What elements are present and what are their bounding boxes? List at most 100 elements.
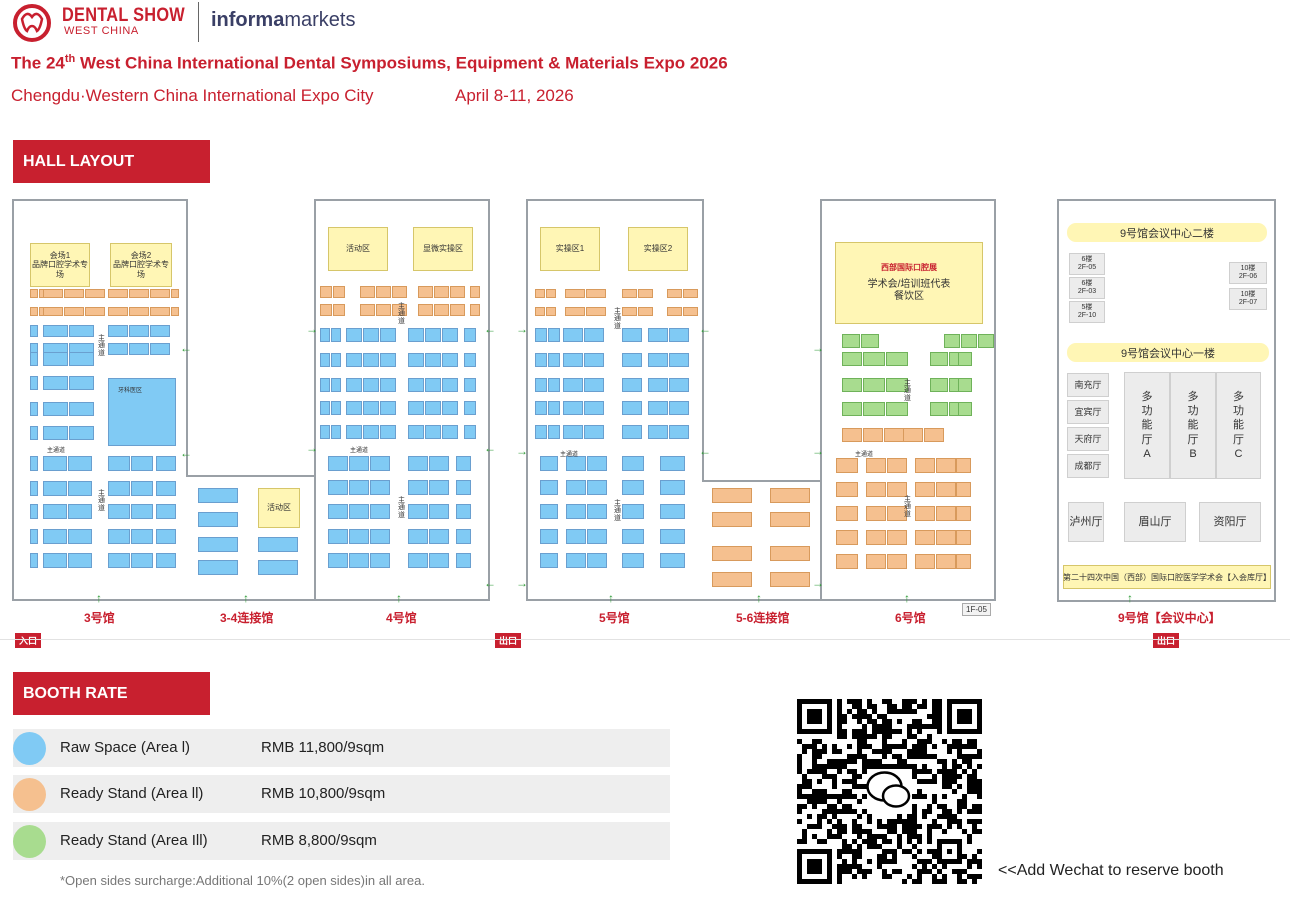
booth[interactable]	[30, 352, 38, 366]
booth[interactable]	[363, 353, 379, 367]
booth[interactable]	[456, 480, 471, 495]
booth[interactable]	[258, 537, 298, 552]
booth[interactable]	[442, 401, 458, 415]
booth[interactable]	[584, 401, 604, 415]
booth[interactable]	[349, 529, 369, 544]
booth[interactable]	[408, 328, 424, 342]
booth[interactable]	[150, 307, 170, 316]
booth[interactable]	[961, 334, 977, 348]
booth[interactable]	[712, 512, 752, 527]
booth[interactable]	[464, 353, 476, 367]
booth[interactable]	[131, 553, 153, 568]
booth[interactable]	[584, 378, 604, 392]
booth[interactable]	[863, 378, 885, 392]
booth[interactable]	[669, 401, 689, 415]
booth[interactable]	[648, 328, 668, 342]
booth[interactable]	[129, 289, 149, 298]
booth[interactable]	[333, 304, 345, 316]
booth[interactable]	[540, 529, 558, 544]
booth[interactable]	[456, 553, 471, 568]
booth[interactable]	[108, 456, 130, 471]
booth[interactable]	[638, 289, 653, 298]
booth[interactable]	[425, 328, 441, 342]
booth[interactable]	[464, 401, 476, 415]
booth[interactable]	[429, 504, 449, 519]
booth[interactable]	[866, 530, 886, 545]
booth[interactable]	[842, 402, 862, 416]
booth[interactable]	[442, 353, 458, 367]
booth[interactable]	[470, 286, 480, 298]
booth[interactable]	[930, 402, 948, 416]
booth[interactable]	[978, 334, 994, 348]
booth[interactable]	[660, 553, 685, 568]
booth[interactable]	[30, 307, 38, 316]
booth[interactable]	[563, 328, 583, 342]
booth[interactable]	[442, 328, 458, 342]
booth[interactable]	[770, 512, 810, 527]
academic-dining-zone[interactable]: 西部国际口腔展 学术会/培训班代表 餐饮区	[835, 242, 983, 324]
booth[interactable]	[956, 506, 971, 521]
room-yibin[interactable]: 宜宾厅	[1067, 400, 1109, 424]
booth[interactable]	[258, 560, 298, 575]
booth[interactable]	[131, 504, 153, 519]
room-nanchong[interactable]: 南充厅	[1067, 373, 1109, 397]
booth[interactable]	[546, 307, 556, 316]
booth[interactable]	[566, 456, 586, 471]
booth[interactable]	[129, 307, 149, 316]
booth[interactable]	[328, 456, 348, 471]
booth[interactable]	[346, 328, 362, 342]
booth[interactable]	[669, 328, 689, 342]
microscope-demo-zone[interactable]: 显微实操区	[413, 227, 473, 271]
booth[interactable]	[915, 482, 935, 497]
booth[interactable]	[30, 553, 38, 568]
booth[interactable]	[171, 289, 179, 298]
booth[interactable]	[392, 304, 407, 316]
booth[interactable]	[887, 506, 907, 521]
booth[interactable]	[563, 353, 583, 367]
booth[interactable]	[30, 376, 38, 390]
booth[interactable]	[30, 504, 38, 519]
booth[interactable]	[887, 482, 907, 497]
booth[interactable]	[863, 352, 885, 366]
booth[interactable]	[349, 480, 369, 495]
booth[interactable]	[363, 401, 379, 415]
booth[interactable]	[936, 506, 956, 521]
booth[interactable]	[69, 426, 94, 440]
booth[interactable]	[866, 554, 886, 569]
booth[interactable]	[131, 456, 153, 471]
booth[interactable]	[43, 289, 63, 298]
booth[interactable]	[456, 529, 471, 544]
booth[interactable]	[68, 481, 92, 496]
booth[interactable]	[450, 286, 465, 298]
booth[interactable]	[425, 401, 441, 415]
booth[interactable]	[108, 325, 128, 337]
booth[interactable]	[30, 529, 38, 544]
booth[interactable]	[887, 530, 907, 545]
booth[interactable]	[584, 353, 604, 367]
booth[interactable]	[548, 401, 560, 415]
booth[interactable]	[622, 504, 644, 519]
booth[interactable]	[328, 504, 348, 519]
booth[interactable]	[346, 425, 362, 439]
booth[interactable]	[683, 289, 698, 298]
booth[interactable]	[566, 480, 586, 495]
booth[interactable]	[360, 286, 375, 298]
booth[interactable]	[408, 553, 428, 568]
booth[interactable]	[586, 307, 606, 316]
booth[interactable]	[333, 286, 345, 298]
booth[interactable]	[540, 480, 558, 495]
booth[interactable]	[622, 353, 642, 367]
booth[interactable]	[836, 554, 858, 569]
booth[interactable]	[770, 572, 810, 587]
room-2f-06[interactable]: 10楼 2F-06	[1229, 262, 1267, 284]
booth[interactable]	[584, 425, 604, 439]
booth[interactable]	[198, 488, 238, 503]
booth[interactable]	[548, 328, 560, 342]
booth[interactable]	[669, 425, 689, 439]
booth[interactable]	[535, 401, 547, 415]
booth[interactable]	[586, 289, 606, 298]
booth[interactable]	[450, 304, 465, 316]
booth[interactable]	[156, 529, 176, 544]
room-tianfu[interactable]: 天府厅	[1067, 427, 1109, 451]
booth[interactable]	[328, 529, 348, 544]
